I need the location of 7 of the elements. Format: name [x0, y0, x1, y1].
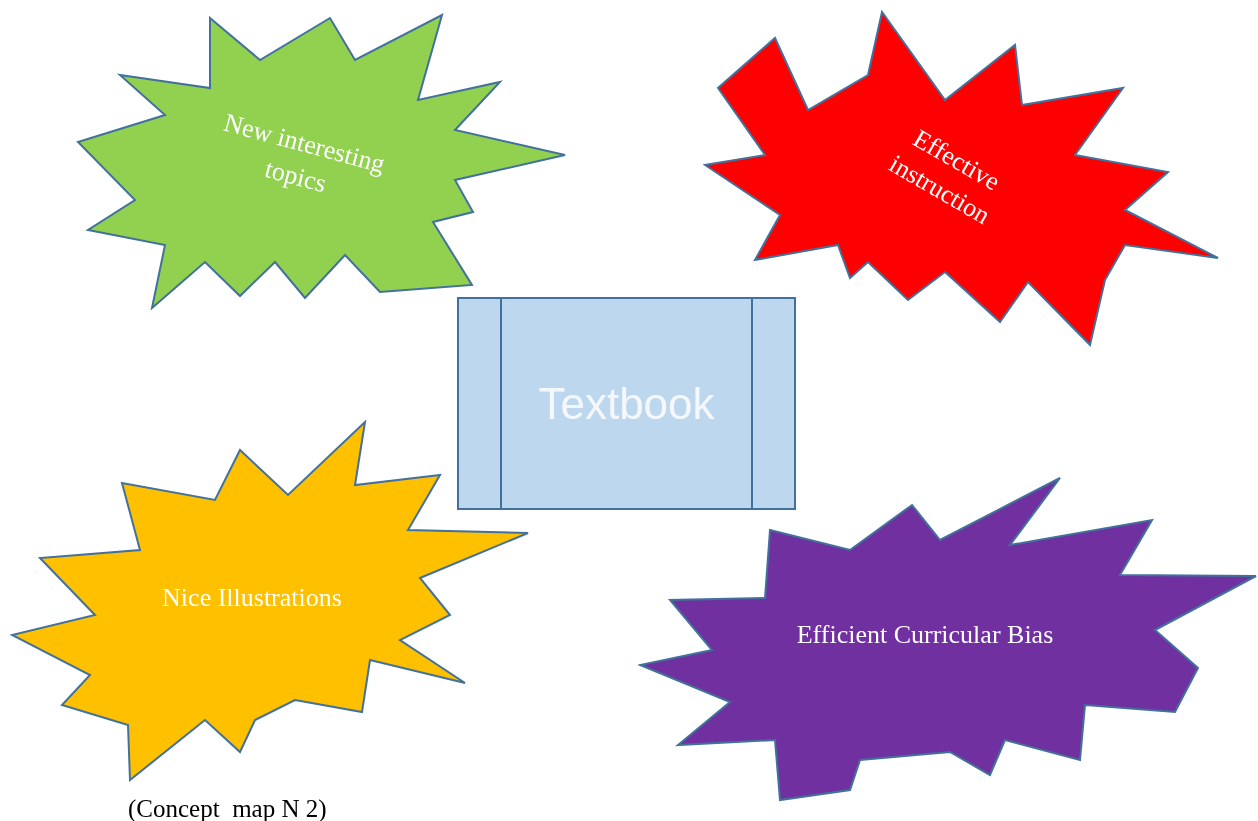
starburst-shape — [703, 10, 1220, 347]
starburst-shape — [10, 420, 530, 782]
starburst-shape — [76, 13, 567, 310]
book-shape — [457, 297, 796, 510]
starburst-shape — [638, 476, 1258, 802]
node-label: Efficient Curricular Bias — [796, 619, 1054, 652]
node-label: Nice Illustrations — [162, 582, 342, 615]
